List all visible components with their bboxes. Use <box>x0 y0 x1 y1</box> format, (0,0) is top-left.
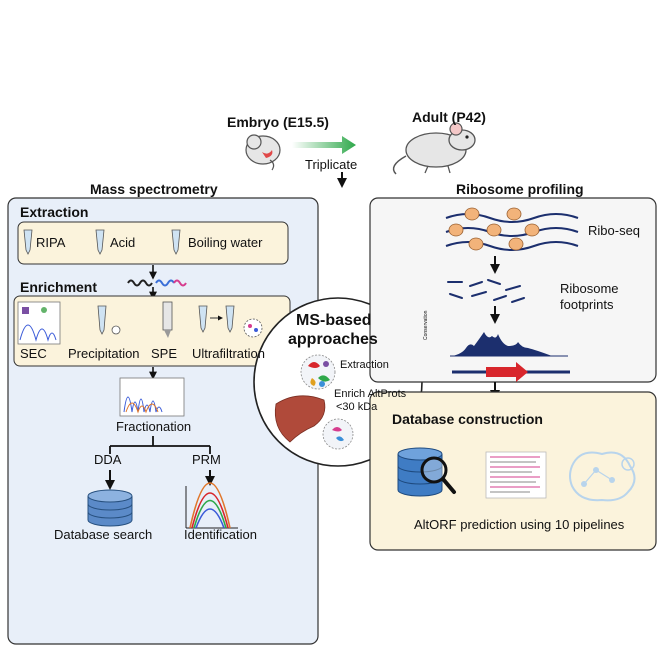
identification-peaks <box>185 482 238 529</box>
embryo-label: Embryo (E15.5) <box>227 114 329 130</box>
identification-label: Identification <box>184 527 257 542</box>
extraction-method-acid: Acid <box>110 235 136 250</box>
triplicate-label: Triplicate <box>305 157 358 172</box>
ribo-panel <box>369 197 657 383</box>
red-orf-arrow <box>486 362 528 382</box>
footprints-label-line1: Ribosome <box>560 281 619 296</box>
center-title-line2: approaches <box>288 331 378 348</box>
precipitation-tube <box>97 305 121 335</box>
ai-brain-icon <box>569 451 636 502</box>
liver-icon <box>274 395 326 443</box>
center-enrich-line2: <30 kDa <box>336 401 378 413</box>
enrichment-method-ultrafiltration: Ultrafiltration <box>192 346 265 361</box>
spe-cartridge <box>162 301 173 338</box>
sec-chromatogram <box>17 301 61 345</box>
dda-label: DDA <box>94 452 122 467</box>
embryo-illustration <box>245 134 281 171</box>
enrichment-method-spe: SPE <box>151 346 178 361</box>
gradient-arrow <box>292 136 356 154</box>
extraction-tubes <box>23 229 181 255</box>
footprints-label-line2: footprints <box>560 297 614 312</box>
enriched-proteins-icon <box>322 418 354 450</box>
database-search-label: Database search <box>54 527 153 542</box>
ms-panel-title: Mass spectrometry <box>90 181 218 197</box>
enrichment-title: Enrichment <box>20 279 98 295</box>
adult-mouse-illustration <box>392 122 476 175</box>
peptide-squiggles <box>127 279 187 287</box>
database-cylinder-icon <box>87 489 133 527</box>
altorf-prediction-label: AltORF prediction using 10 pipelines <box>414 517 625 532</box>
conservation-label: Conservation <box>423 310 429 340</box>
extraction-title: Extraction <box>20 204 89 220</box>
center-title-line1: MS-based <box>296 312 372 329</box>
enrichment-method-sec: SEC <box>20 346 47 361</box>
database-search-icon <box>397 447 456 497</box>
ribo-panel-title: Ribosome profiling <box>456 181 584 197</box>
riboseq-label: Ribo-seq <box>588 223 641 238</box>
ultrafiltration-tubes <box>198 305 263 338</box>
center-enrich-line1: Enrich AltProts <box>334 388 407 400</box>
extraction-box <box>17 221 289 265</box>
ribosome-icons <box>448 207 540 251</box>
db-panel-title: Database construction <box>392 411 543 427</box>
coverage-profile <box>450 332 568 357</box>
extraction-method-ripa: RIPA <box>36 235 66 250</box>
fractionation-label: Fractionation <box>116 419 192 434</box>
extraction-proteins-icon <box>300 354 336 390</box>
enrichment-method-precipitation: Precipitation <box>68 346 140 361</box>
adult-label: Adult (P42) <box>412 109 486 125</box>
fractionation-chromatogram <box>119 377 185 417</box>
footprint-fragments <box>447 279 525 303</box>
sequence-document-icon <box>485 451 547 499</box>
prm-label: PRM <box>192 452 221 467</box>
center-extraction-label: Extraction <box>340 359 389 371</box>
extraction-method-boiling-water: Boiling water <box>188 235 263 250</box>
